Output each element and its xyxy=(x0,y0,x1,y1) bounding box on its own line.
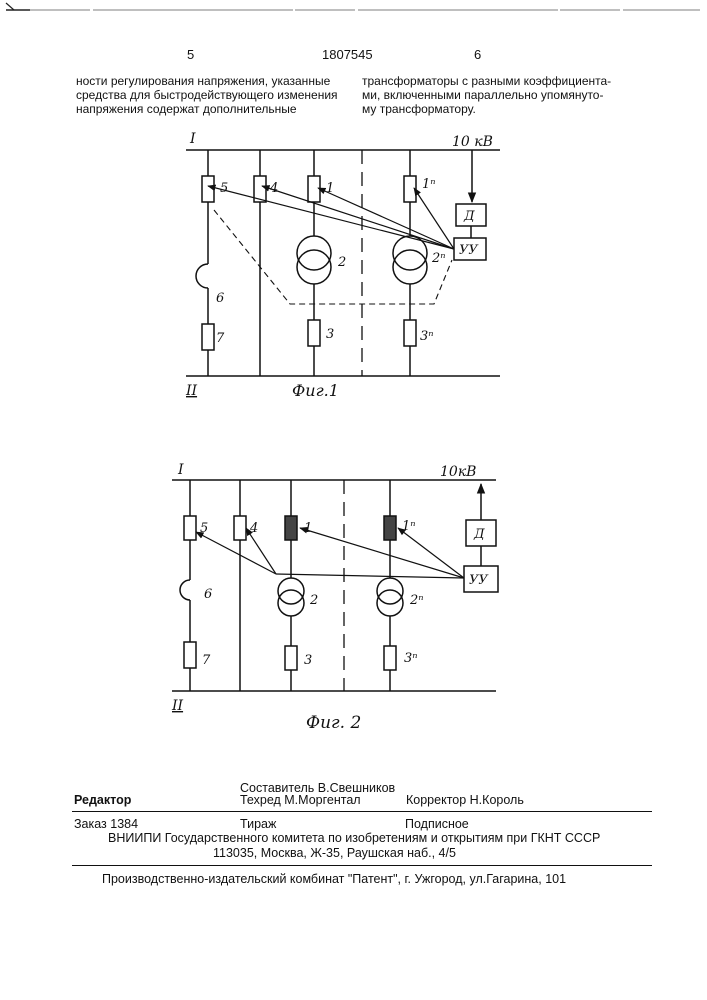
transformer-2 xyxy=(278,578,304,604)
label-d: Д xyxy=(463,209,475,224)
bus-label: II xyxy=(171,698,184,714)
element-1 xyxy=(285,516,297,540)
label-6: 6 xyxy=(216,291,224,306)
reactor-6 xyxy=(196,264,208,288)
label-2: 2 xyxy=(309,593,318,608)
text-line: ности регулирования напряжения, указанны… xyxy=(76,74,338,88)
label-1: 1 xyxy=(326,181,334,196)
element-3 xyxy=(308,320,320,346)
order-number: Заказ 1384 xyxy=(74,817,138,831)
footer-rule xyxy=(72,865,652,866)
page-number-right: 6 xyxy=(474,47,481,62)
label-2n: 2ⁿ xyxy=(409,593,424,608)
bus-label: I xyxy=(177,462,184,478)
element-3n xyxy=(384,646,396,670)
figure-caption: Фиг. 2 xyxy=(306,713,361,733)
voltage-label: 10кВ xyxy=(440,464,476,480)
element-5 xyxy=(202,176,214,202)
label-7: 7 xyxy=(202,653,211,668)
text-right-column: трансформаторы с разными коэффициента- м… xyxy=(362,74,611,116)
reactor-6 xyxy=(180,580,190,600)
subscription: Подписное xyxy=(405,817,469,831)
text-line: ми, включенными параллельно упомянуто- xyxy=(362,88,611,102)
element-3 xyxy=(285,646,297,670)
label-3: 3 xyxy=(326,327,334,342)
element-5 xyxy=(184,516,196,540)
publisher-line: Производственно-издательский комбинат "П… xyxy=(102,872,566,886)
figure-1: I II 10 кВ 5 4 1 1ⁿ 2 2ⁿ 6 7 3 3ⁿ Д УУ Ф… xyxy=(0,125,707,415)
circulation: Тираж xyxy=(240,817,276,831)
vniipi-line: ВНИИПИ Государственного комитета по изоб… xyxy=(108,831,600,845)
label-3n: 3ⁿ xyxy=(404,651,418,666)
label-1n: 1ⁿ xyxy=(402,519,416,534)
label-3: 3 xyxy=(304,653,312,668)
label-5: 5 xyxy=(220,181,228,196)
text-line: средства для быстродействующего изменени… xyxy=(76,88,338,102)
figure-caption: Фиг.1 xyxy=(292,381,339,400)
element-3n xyxy=(404,320,416,346)
label-uu: УУ xyxy=(469,573,489,588)
footer-rule xyxy=(72,811,652,812)
label-1n: 1ⁿ xyxy=(422,177,436,192)
label-7: 7 xyxy=(216,331,225,346)
text-line: трансформаторы с разными коэффициента- xyxy=(362,74,611,88)
editor-label: Редактор xyxy=(74,793,131,807)
label-4: 4 xyxy=(249,521,258,536)
figure-2: I II 10кВ 5 4 1 1ⁿ Д УУ 6 2 2ⁿ 7 3 3ⁿ Фи… xyxy=(0,455,707,755)
bus-label: I xyxy=(189,131,196,147)
element-4 xyxy=(234,516,246,540)
label-6: 6 xyxy=(204,587,212,602)
techred: Техред М.Моргентал xyxy=(240,793,361,807)
text-line: му трансформатору. xyxy=(362,102,611,116)
voltage-label: 10 кВ xyxy=(452,134,493,150)
label-uu: УУ xyxy=(459,243,479,258)
label-1: 1 xyxy=(304,521,312,536)
element-1n xyxy=(384,516,396,540)
corrector: Корректор Н.Король xyxy=(406,793,524,807)
text-left-column: ности регулирования напряжения, указанны… xyxy=(76,74,338,116)
page-number-left: 5 xyxy=(187,47,194,62)
label-4: 4 xyxy=(269,181,278,196)
label-5: 5 xyxy=(200,521,208,536)
label-d: Д xyxy=(473,527,485,542)
element-7 xyxy=(184,642,196,668)
bus-label: II xyxy=(185,383,198,399)
text-line: напряжения содержат дополнительные xyxy=(76,102,338,116)
transformer-2n xyxy=(377,578,403,604)
patent-number: 1807545 xyxy=(322,47,373,62)
address-line: 113035, Москва, Ж-35, Раушская наб., 4/5 xyxy=(213,846,456,860)
label-2: 2 xyxy=(337,255,346,270)
element-7 xyxy=(202,324,214,350)
element-1 xyxy=(308,176,320,202)
transformer-2 xyxy=(297,236,331,270)
label-2n: 2ⁿ xyxy=(431,251,446,266)
label-3n: 3ⁿ xyxy=(420,329,434,344)
corner-marks xyxy=(0,0,707,20)
